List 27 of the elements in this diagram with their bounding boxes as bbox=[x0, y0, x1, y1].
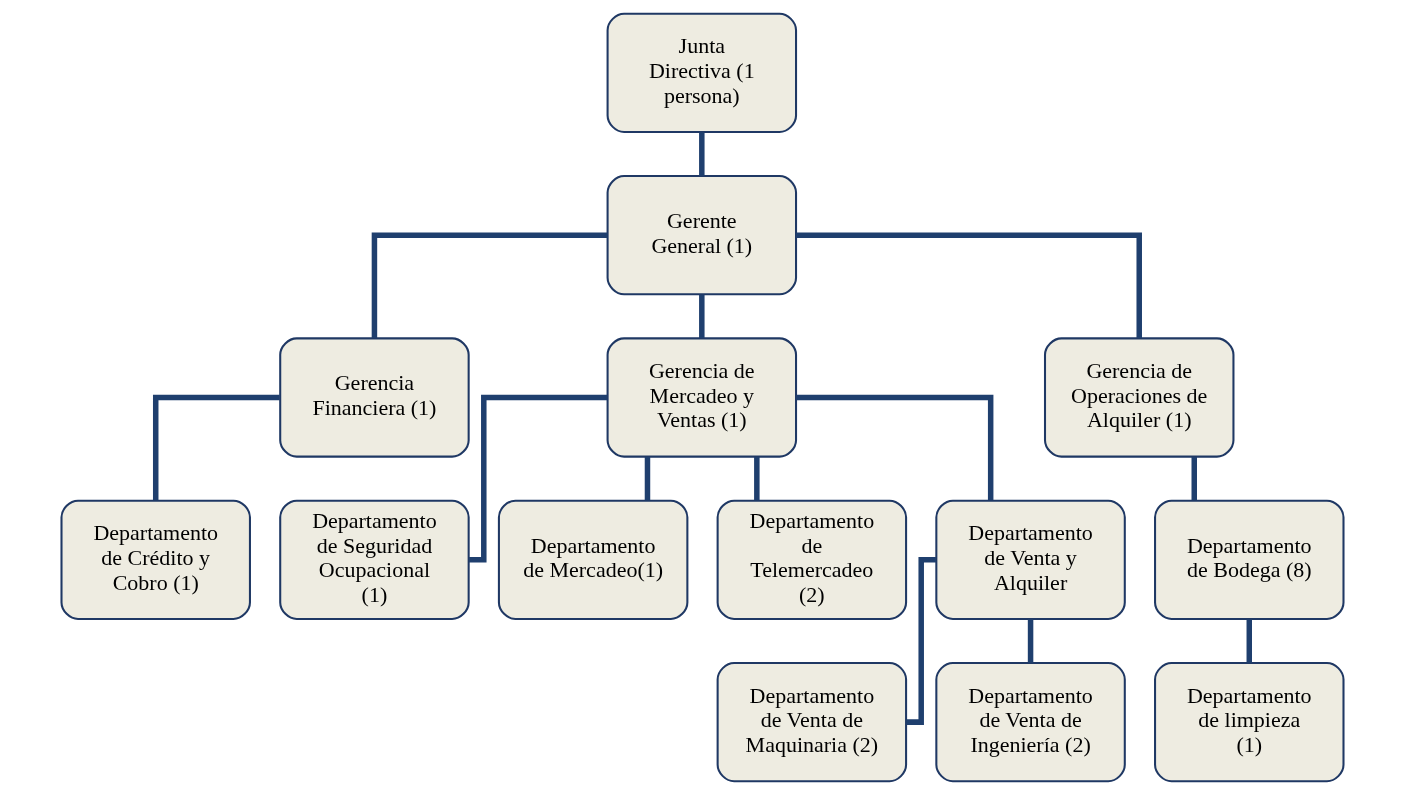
node-box: Gerencia de Operaciones de Alquiler (1) bbox=[1043, 337, 1234, 458]
connector bbox=[905, 557, 936, 725]
node-box: Departamento de Bodega (8) bbox=[1153, 499, 1345, 620]
connector bbox=[371, 232, 608, 338]
connector bbox=[753, 457, 760, 501]
node-box: Gerente General (1) bbox=[606, 175, 797, 296]
connector bbox=[698, 132, 705, 176]
node-box: Departamento de Venta de Maquinaria (2) bbox=[716, 661, 907, 783]
connector bbox=[1246, 619, 1252, 663]
node-box: Junta Directiva (1 persona) bbox=[606, 12, 797, 134]
node-box: Gerencia de Mercadeo y Ventas (1) bbox=[606, 337, 797, 458]
connector bbox=[1027, 619, 1033, 663]
node-box: Departamento de limpieza (1) bbox=[1153, 661, 1345, 783]
node-box: Departamento de Venta de Ingeniería (2) bbox=[934, 661, 1126, 783]
connector bbox=[795, 394, 993, 501]
connector bbox=[644, 457, 650, 501]
connector bbox=[698, 294, 705, 338]
connector bbox=[795, 232, 1142, 338]
connector bbox=[1191, 457, 1197, 501]
node-box: Departamento de Crédito y Cobro (1) bbox=[59, 499, 251, 620]
connector bbox=[468, 394, 607, 563]
node-box: Departamento de Seguridad Ocupacional (1) bbox=[278, 499, 470, 620]
node-box: Departamento de Venta y Alquiler bbox=[934, 499, 1126, 620]
node-box: Gerencia Financiera (1) bbox=[278, 337, 470, 458]
connector bbox=[152, 394, 280, 501]
node-box: Departamento de Telemercadeo (2) bbox=[716, 499, 907, 620]
node-box: Departamento de Mercadeo(1) bbox=[497, 499, 688, 620]
